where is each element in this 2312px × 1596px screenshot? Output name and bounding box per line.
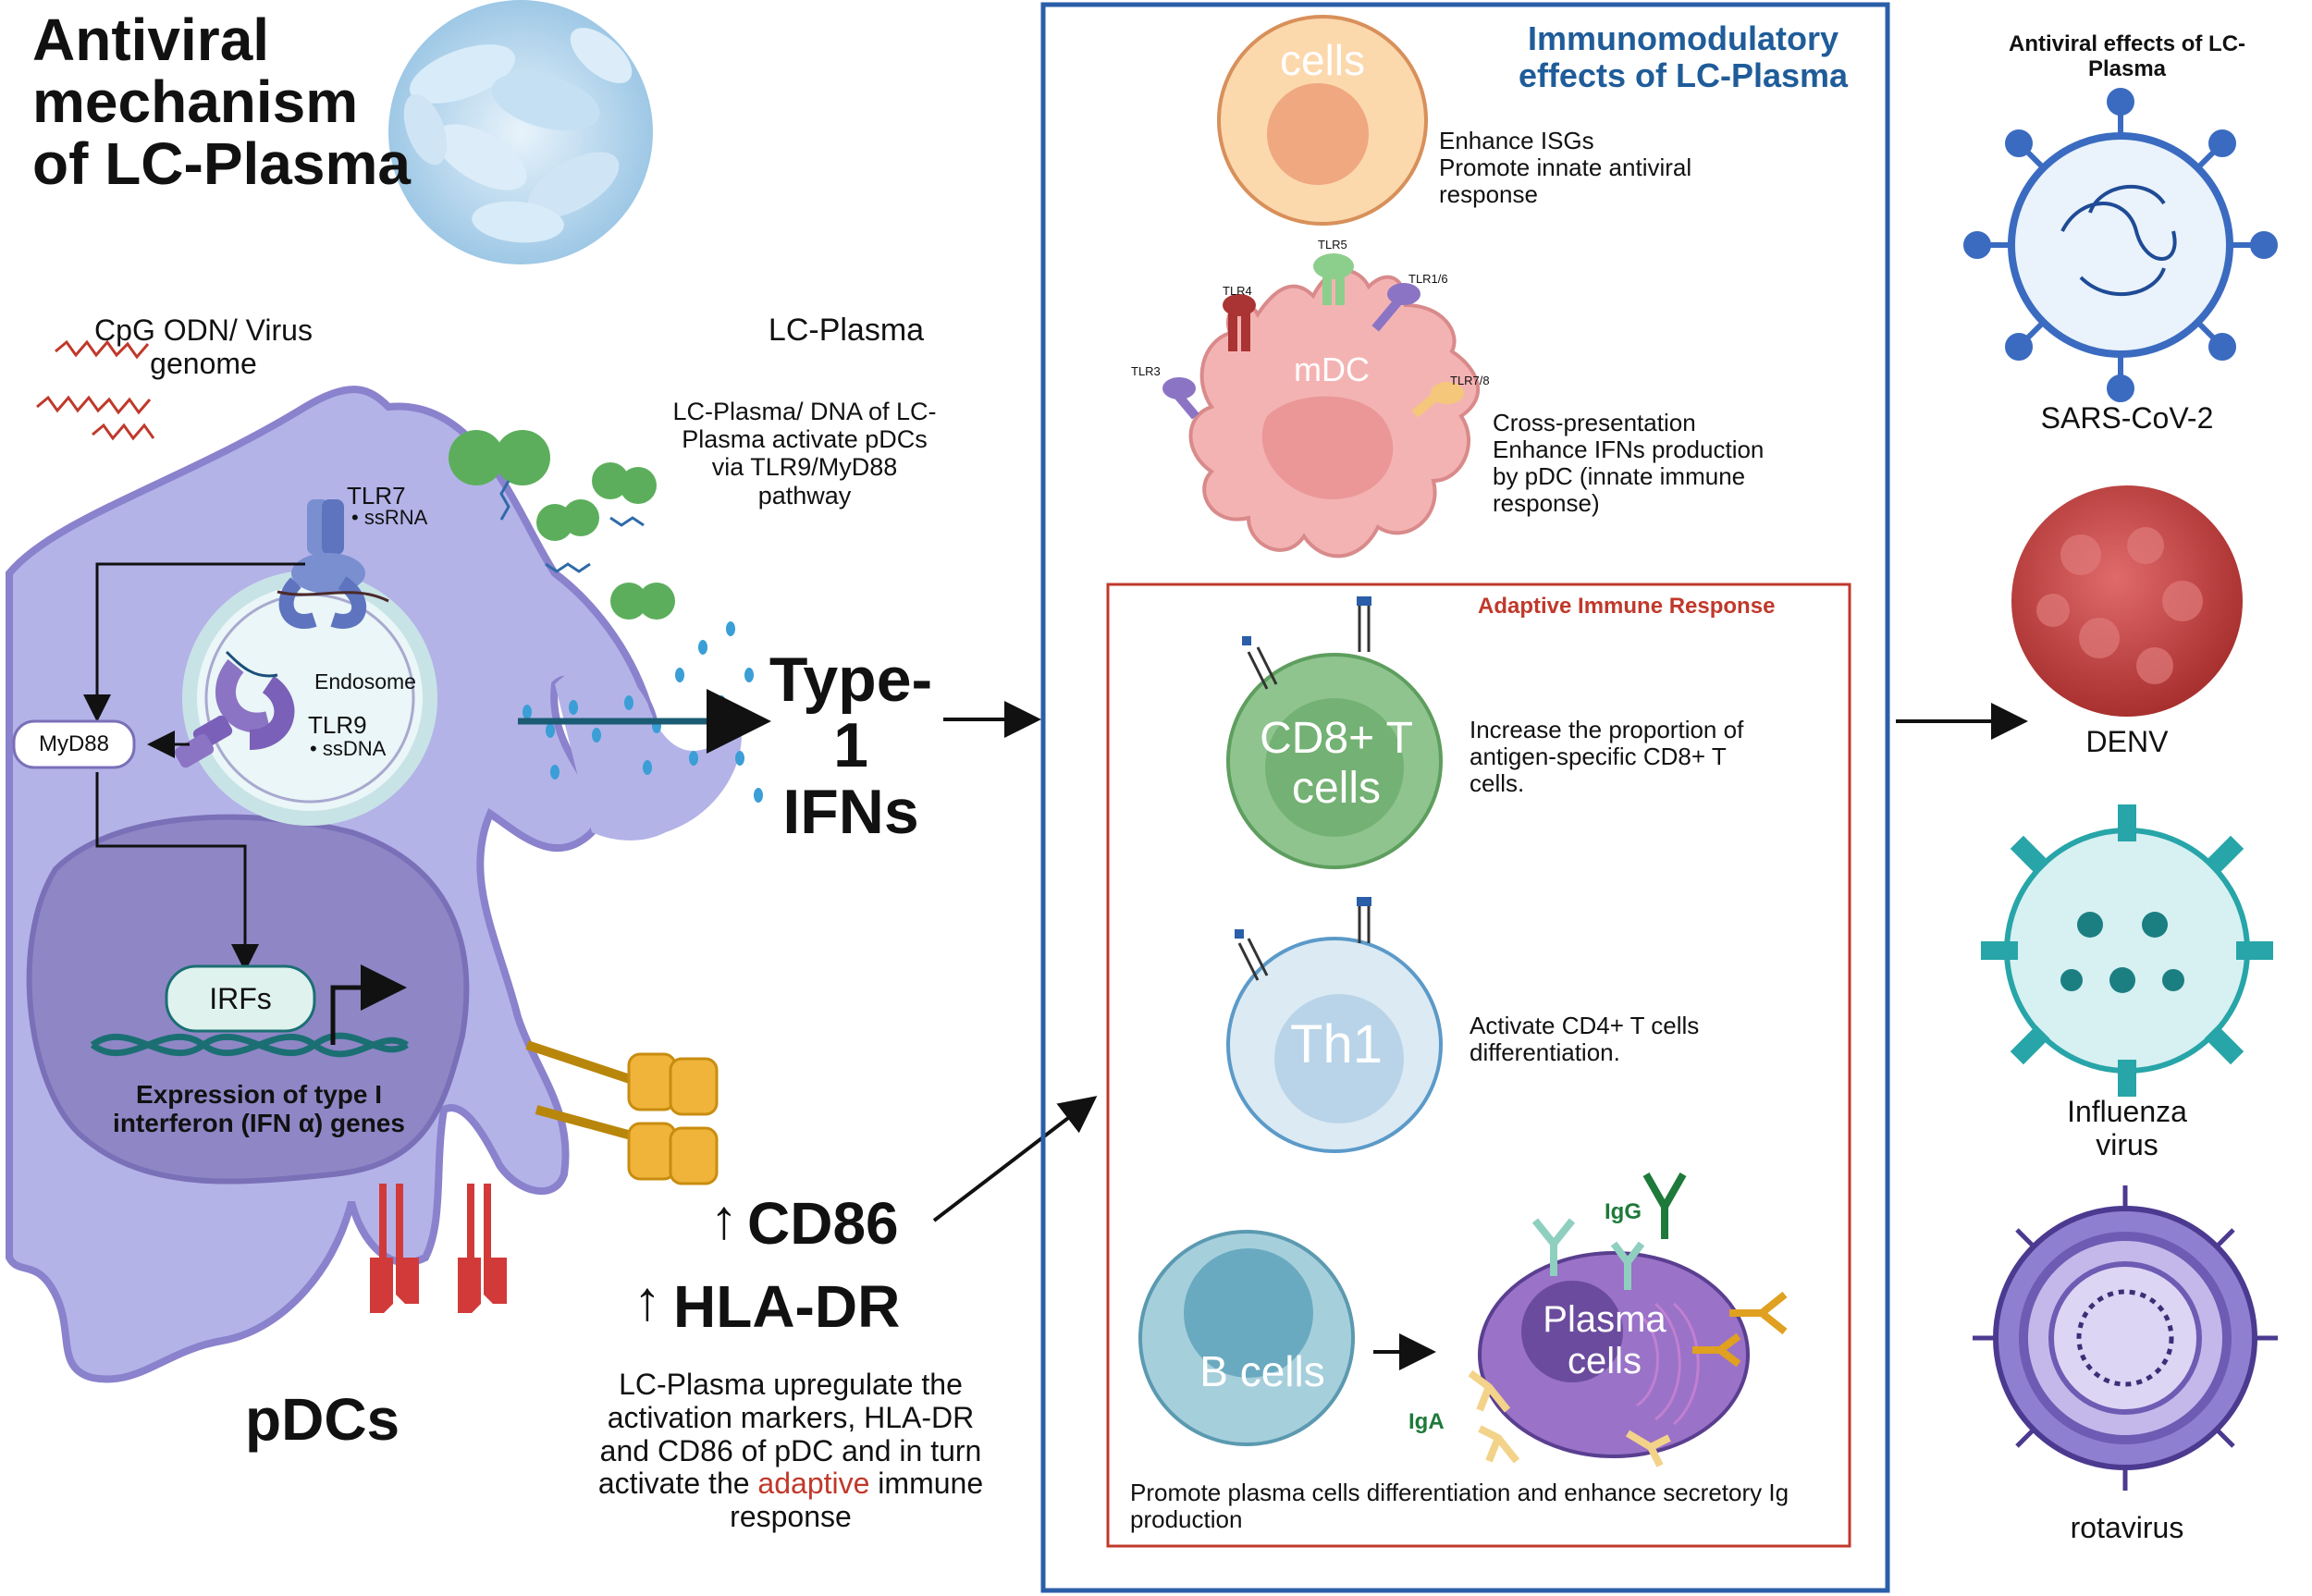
myd88-to-irfs-arrow <box>95 772 259 972</box>
antiviral-effects-title: Antiviral effects of LC- Plasma <box>2008 31 2246 81</box>
rotavirus <box>1973 1185 2278 1491</box>
activation-text: LC-Plasma/ DNA of LC- Plasma activate pD… <box>672 398 937 509</box>
myd88-box <box>12 719 136 769</box>
iga-antibody <box>1692 1291 1788 1368</box>
influenza-virus <box>1981 804 2273 1097</box>
plasma-effect: Promote plasma cells differentiation and… <box>1130 1479 1789 1534</box>
tlr7-ligand: • ssRNA <box>351 506 428 529</box>
immunomodulatory-title: Immunomodulatory effects of LC-Plasma <box>1518 19 1849 95</box>
dna-helix <box>90 1032 409 1058</box>
denv-virus <box>2011 485 2243 717</box>
cells-label: cells <box>1279 36 1366 84</box>
tlr9-ligand: • ssDNA <box>310 737 387 760</box>
adaptive-response-box <box>1106 583 1851 1548</box>
tlr5-receptor <box>1313 253 1354 305</box>
denv-label: DENV <box>2085 725 2169 758</box>
tlr9-label: TLR9 <box>308 711 367 739</box>
transcription-arrow <box>330 964 407 1045</box>
rotavirus-label: rotavirus <box>2070 1511 2184 1544</box>
lc-plasma-label: LC-Plasma <box>768 313 925 348</box>
igg-antibody <box>1642 1172 1687 1239</box>
cd86-label: CD86 <box>747 1190 899 1257</box>
cd86-markers <box>525 1040 719 1185</box>
cells-effect: Enhance ISGs Promote innate antiviral re… <box>1439 127 1692 209</box>
tlr3-receptor <box>1162 377 1199 420</box>
th1-effect: Activate CD4+ T cells differentiation. <box>1470 1012 1700 1067</box>
tlr7-to-myd88-arrow <box>83 562 305 722</box>
tlr3-label: TLR3 <box>1131 364 1161 378</box>
tlr78-label: TLR7/8 <box>1450 374 1490 387</box>
influenza-label: Influenza virus <box>2067 1095 2187 1161</box>
figure-title: Antiviral mechanism of LC-Plasma <box>32 6 411 198</box>
tlr4-label: TLR4 <box>1223 284 1252 298</box>
expression-text: Expression of type I interferon (IFN α) … <box>113 1080 405 1138</box>
tlr7-label: TLR7 <box>347 482 406 509</box>
mdc-effect: Cross-presentation Enhance IFNs producti… <box>1493 409 1765 518</box>
pdcs-label: pDCs <box>245 1386 400 1453</box>
irfs-label: IRFs <box>209 982 272 1015</box>
plasma-cells-label: Plasma cells <box>1543 1299 1666 1381</box>
tlr5-label: TLR5 <box>1318 238 1347 252</box>
upregulate-text: LC-Plasma upregulate the activation mark… <box>597 1368 984 1534</box>
virus-genome-squiggle <box>36 395 152 415</box>
tlr16-receptor <box>1371 283 1420 332</box>
mdc-cell <box>1188 268 1480 559</box>
immunomodulatory-box <box>1040 2 1890 1593</box>
tlr16-label: TLR1/6 <box>1408 272 1448 286</box>
tlr9-receptor <box>174 650 295 768</box>
lc-plasma-image <box>388 0 653 264</box>
cpg-odn-label: CpG ODN/ Virus genome <box>94 313 313 380</box>
pdc-cell <box>6 339 742 1383</box>
adaptive-response-title: Adaptive Immune Response <box>1478 594 1776 619</box>
cd8-label: CD8+ T cells <box>1260 714 1413 813</box>
b-cells-label: B cells <box>1199 1347 1325 1395</box>
iga-label: IgA <box>1408 1409 1445 1434</box>
lc-plasma-bacteria <box>449 430 675 620</box>
sars-cov-2-virus <box>1963 88 2278 402</box>
pdc-extension <box>555 664 742 841</box>
mdc-label: mDC <box>1294 350 1370 388</box>
markers-to-adaptive-arrow <box>932 1096 1098 1222</box>
sars-cov-2-label: SARS-CoV-2 <box>2040 401 2214 435</box>
th1-label: Th1 <box>1290 1014 1383 1074</box>
tlr7-receptor <box>277 499 389 629</box>
hla-dr-label: HLA-DR <box>673 1273 901 1340</box>
myd88-label: MyD88 <box>38 731 110 756</box>
igg-label: IgG <box>1605 1199 1642 1224</box>
adaptive-highlight: adaptive <box>757 1467 870 1501</box>
hla-dr-up-arrow: ↑ <box>633 1270 661 1332</box>
irfs-box <box>165 964 316 1033</box>
type-1-ifns-label: Type-1 IFNs <box>769 645 933 847</box>
endosome-label: Endosome <box>314 669 416 694</box>
tlr4-receptor <box>1223 294 1256 351</box>
cd8-effect: Increase the proportion of antigen-speci… <box>1470 716 1744 798</box>
hla-dr-markers <box>370 1184 507 1313</box>
cd86-up-arrow: ↑ <box>710 1188 738 1250</box>
tlr78-receptor <box>1411 382 1464 418</box>
